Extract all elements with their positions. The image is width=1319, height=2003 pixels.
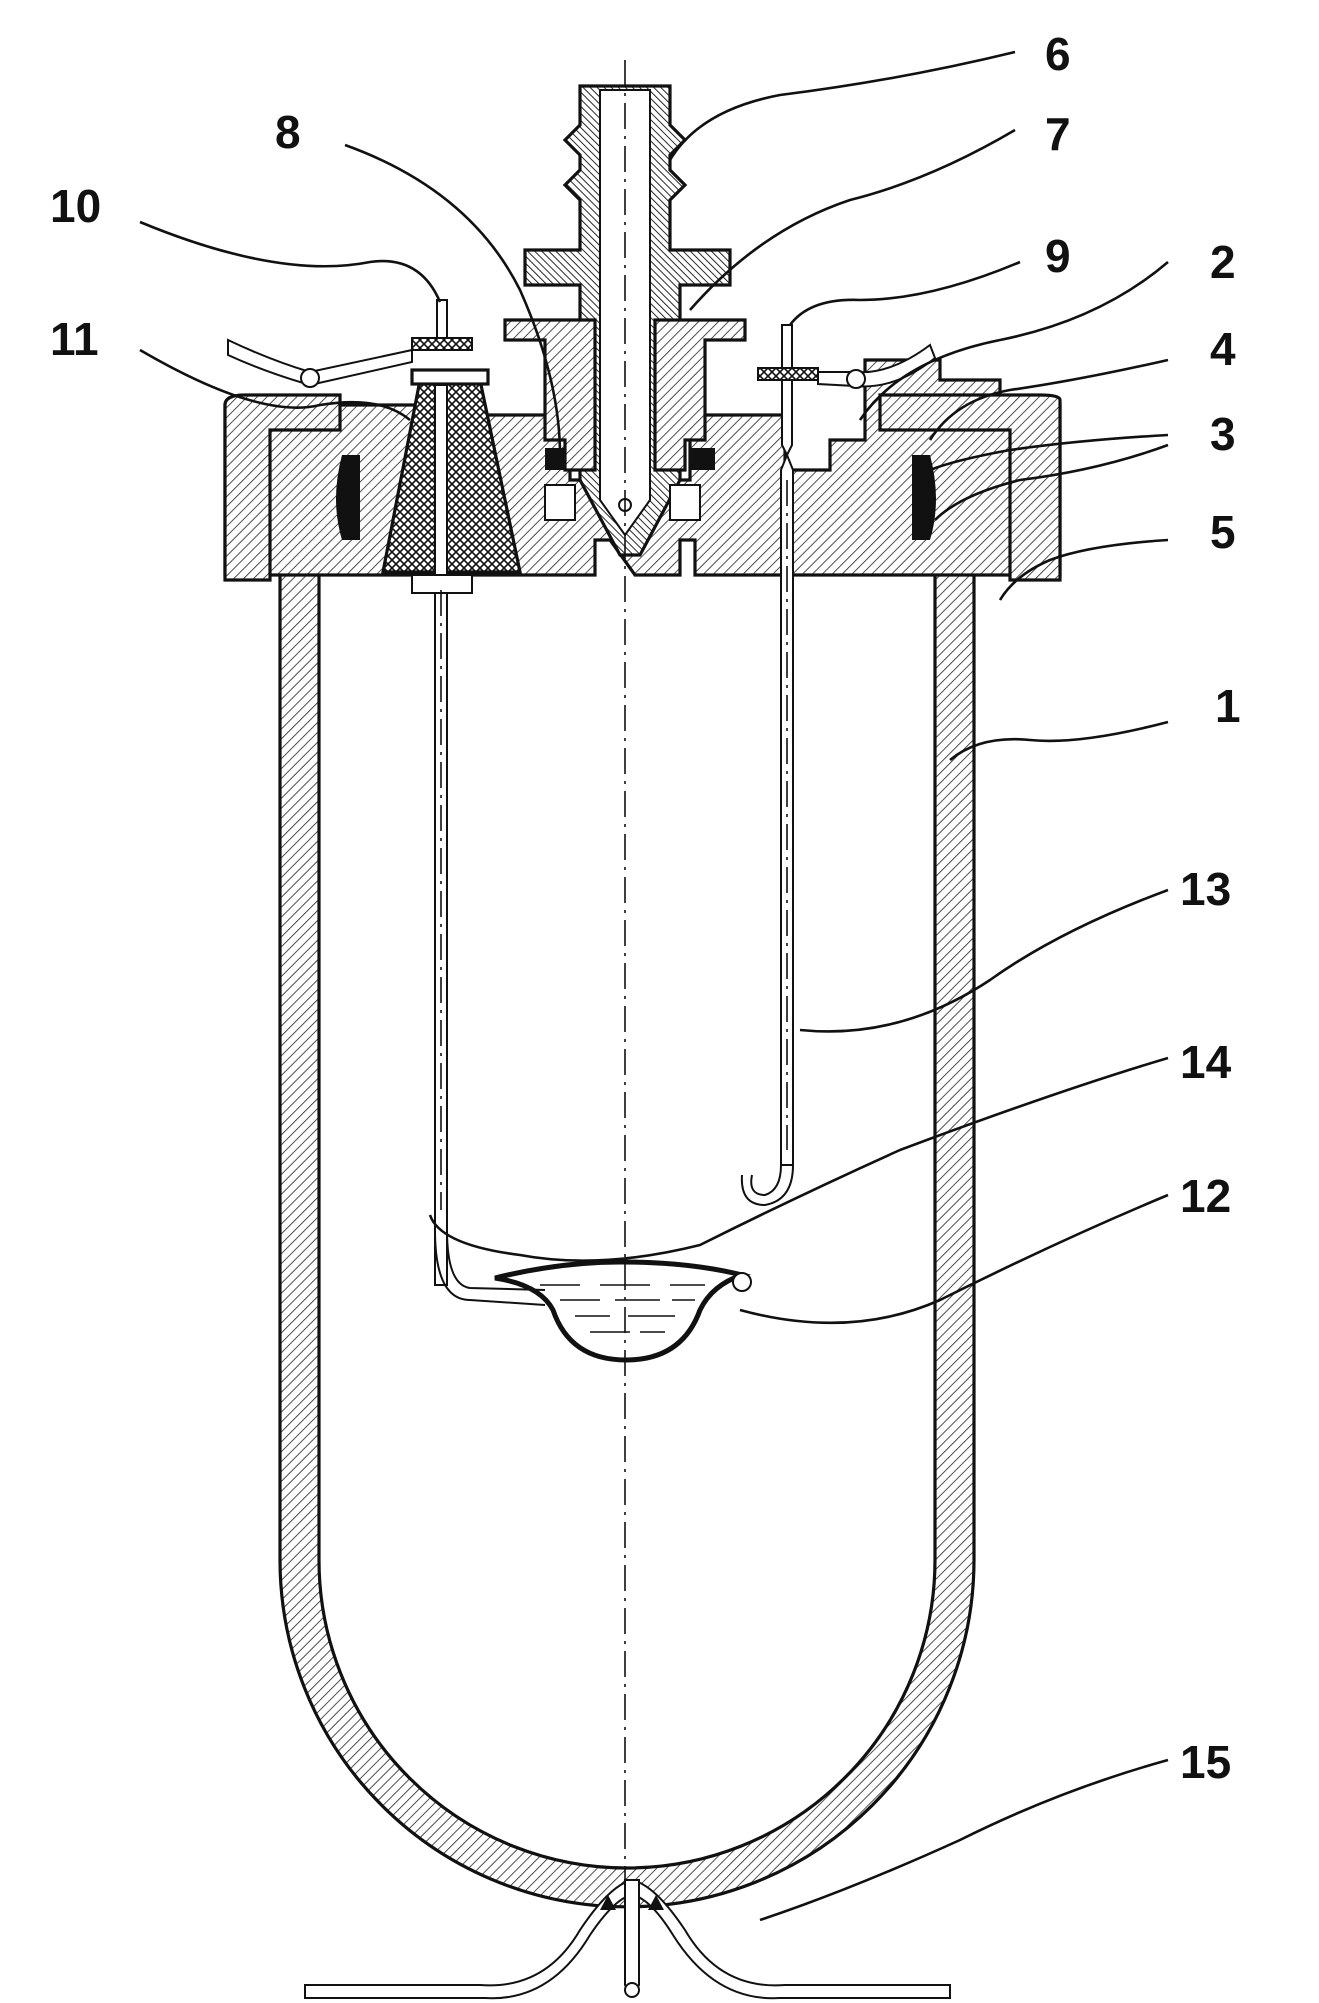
pin-10: [437, 300, 447, 338]
label-11: 11: [50, 313, 99, 365]
leader-9: [790, 262, 1020, 325]
wire-right-end: [847, 370, 865, 388]
label-2: 2: [1210, 236, 1236, 288]
leader-1: [950, 722, 1168, 760]
label-7: 7: [1045, 108, 1071, 160]
leader-10: [140, 222, 440, 302]
pin-9-nut: [758, 368, 818, 380]
wire-left: [228, 340, 412, 385]
rod-left-socket: [412, 575, 472, 593]
leader-14: [430, 1058, 1168, 1261]
dish-rim-ring: [733, 1273, 751, 1291]
label-8: 8: [275, 106, 301, 158]
label-15: 15: [1180, 1736, 1231, 1788]
label-13: 13: [1180, 863, 1231, 915]
label-6: 6: [1045, 28, 1071, 80]
label-1: 1: [1215, 680, 1241, 732]
bottom-pin: [625, 1880, 639, 1992]
pin-9: [782, 325, 792, 368]
label-10: 10: [50, 180, 101, 232]
seal-left: [336, 455, 360, 540]
terminal-cap-10: [412, 370, 488, 384]
port-left: [545, 485, 575, 520]
liquid-lines: [540, 1285, 705, 1332]
leader-13: [800, 890, 1168, 1031]
wire-left-end: [301, 369, 319, 387]
leader-6: [670, 52, 1015, 160]
pin-9-lower: [782, 380, 792, 455]
container-body: [280, 445, 974, 1907]
label-14: 14: [1180, 1036, 1232, 1088]
bottom-pin-tip: [625, 1983, 639, 1997]
label-4: 4: [1210, 323, 1236, 375]
rod-left-bend: [435, 1230, 545, 1305]
rod-right-hook: [742, 1165, 793, 1205]
pin-10-nut: [412, 338, 472, 350]
port-right: [670, 485, 700, 520]
label-12: 12: [1180, 1170, 1231, 1222]
label-5: 5: [1210, 506, 1236, 558]
dish: [495, 1262, 742, 1360]
label-3: 3: [1210, 408, 1236, 460]
label-9: 9: [1045, 230, 1071, 282]
